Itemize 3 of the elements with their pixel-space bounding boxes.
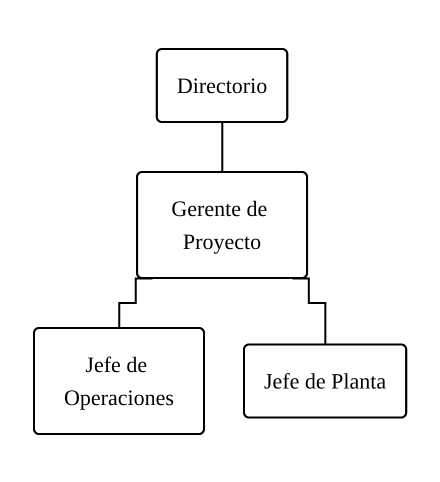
connector	[221, 121, 224, 173]
connector	[118, 277, 152, 329]
connector	[292, 277, 326, 346]
